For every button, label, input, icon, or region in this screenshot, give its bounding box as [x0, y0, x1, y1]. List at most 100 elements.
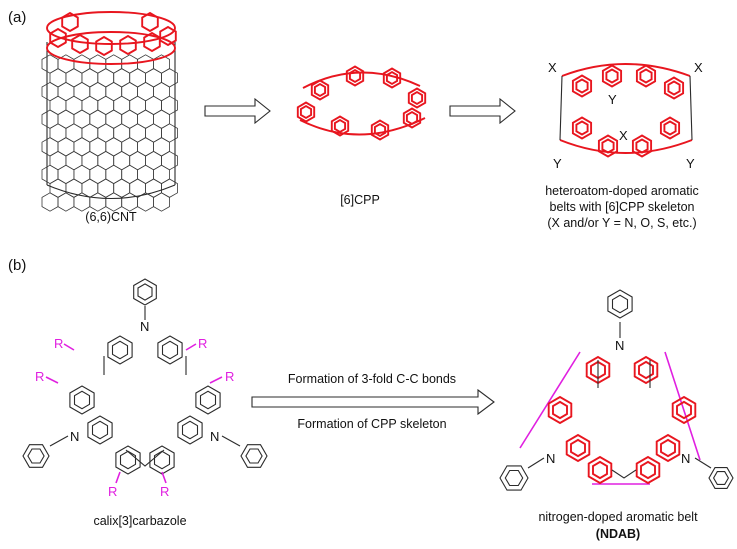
belt-aromatic-ring-inner: [605, 68, 619, 84]
cnt-red-hexagon: [95, 35, 113, 57]
calix-benzene-ring: [115, 445, 141, 475]
cpp-benzene-ring: [345, 65, 365, 87]
ndab-aromatic-ring: [671, 395, 697, 425]
ndab-new-cc-bonds: [519, 351, 701, 485]
calix-benzene-ring-inner: [181, 420, 199, 440]
calix-benzene-ring: [69, 385, 95, 415]
cpp-benzene-ring: [407, 87, 427, 109]
belt-aromatic-ring-inner: [663, 120, 677, 136]
cnt-hexagon: [121, 192, 138, 212]
ndab-aromatic-ring: [565, 433, 591, 463]
ndab-caption: nitrogen-doped aromatic belt: [538, 510, 698, 524]
ndab-abbreviation: (NDAB): [596, 527, 640, 541]
ndab-structure: N N N: [499, 289, 734, 491]
cpp-benzene-ring-inner: [333, 118, 347, 134]
ndab-phenyl-left: [499, 465, 529, 491]
arrow-cpp-to-belt: [449, 97, 516, 125]
cpp-benzene-ring: [382, 67, 402, 89]
calix-n-phenyl-bond-left: [49, 435, 69, 447]
ndab-phenyl-right: [708, 467, 734, 489]
arrow-cnt-to-cpp: [204, 97, 271, 125]
belt-aromatic-ring-inner: [667, 80, 681, 96]
belt-left-link: [559, 75, 563, 141]
calix-r-group-4: R: [225, 369, 234, 384]
calix-benzene-ring-inner: [199, 390, 217, 410]
ndab-aromatic-ring-inner: [660, 438, 676, 458]
cpp-benzene-ring-inner: [373, 122, 387, 138]
ndab-phenyl-left-inner: [504, 469, 524, 487]
belt-bottom-arc: [559, 139, 693, 154]
ndab-n-phenyl-bond-right: [694, 457, 712, 469]
cnt-hexagon: [89, 192, 107, 212]
belt-aromatic-ring-inner: [575, 120, 589, 136]
cpp-structure: [296, 65, 427, 141]
belt-atom-x-middle: X: [619, 128, 628, 143]
belt-right-link: [689, 75, 693, 141]
ndab-aromatic-ring: [635, 455, 661, 485]
belt-atom-y-left: Y: [553, 156, 562, 171]
belt-rings: [571, 64, 685, 158]
cnt-red-hexagon: [119, 34, 137, 56]
calix-r-bonds: [45, 343, 223, 484]
ndab-aromatic-ring: [587, 455, 613, 485]
cnt-hexagon: [41, 192, 59, 212]
cpp-label: [6]CPP: [340, 193, 380, 207]
belt-structure: X X Y X Y Y: [548, 60, 703, 171]
calix-benzene-ring-inner: [161, 340, 179, 360]
belt-caption-line1: heteroatom-doped aromatic: [545, 184, 699, 198]
ndab-rings: [499, 289, 734, 491]
ndab-aromatic-ring-inner: [640, 460, 656, 480]
belt-aromatic-ring-inner: [635, 138, 649, 154]
cpp-benzene-ring: [402, 107, 422, 129]
arrow-condition-line1: Formation of 3-fold C-C bonds: [288, 372, 456, 386]
belt-atom-x-right: X: [694, 60, 703, 75]
cpp-benzene-ring: [310, 79, 330, 101]
ndab-phenyl-right-inner: [712, 471, 730, 485]
belt-aromatic-ring: [663, 76, 685, 100]
belt-aromatic-ring: [571, 116, 593, 140]
calix-bridges-top: [103, 356, 187, 375]
cnt-red-hexagon: [49, 27, 67, 49]
calix-benzene-ring: [149, 445, 175, 475]
cnt-bottom-rim: [46, 184, 176, 200]
calix-benzene-ring: [87, 415, 113, 445]
cpp-benzene-ring-inner: [313, 82, 327, 98]
cpp-benzene-ring-inner: [385, 70, 399, 86]
ndab-aromatic-ring: [547, 395, 573, 425]
belt-aromatic-ring-inner: [575, 78, 589, 94]
calix-label: calix[3]carbazole: [93, 514, 186, 528]
cnt-honeycomb-mesh: [41, 54, 178, 212]
ndab-aromatic-ring-inner: [676, 400, 692, 420]
cpp-benzene-rings: [296, 65, 427, 141]
cnt-red-hexagon: [61, 11, 79, 33]
belt-top-arc: [561, 63, 691, 77]
belt-aromatic-ring-inner: [601, 138, 615, 154]
cpp-benzene-ring: [370, 119, 390, 141]
cnt-red-hexagons: [49, 11, 177, 57]
cpp-benzene-ring-inner: [410, 90, 424, 106]
ndab-n-phenyl-bond-left: [527, 457, 545, 469]
cpp-benzene-ring: [296, 101, 316, 123]
calix-bridge-bottom: [125, 449, 165, 467]
ndab-phenyl-top: [607, 289, 633, 319]
calix-phenyl-top: [133, 278, 157, 306]
panel-a-label: (a): [8, 9, 26, 26]
cpp-benzene-ring-inner: [405, 110, 419, 126]
cnt-second-ring-red: [46, 31, 176, 65]
calix-benzene-ring: [195, 385, 221, 415]
cpp-benzene-ring: [330, 115, 350, 137]
cpp-benzene-ring-inner: [299, 104, 313, 120]
calix-r-group-2: R: [198, 336, 207, 351]
belt-aromatic-ring: [571, 74, 593, 98]
belt-caption-line2: belts with [6]CPP skeleton: [550, 200, 695, 214]
belt-aromatic-ring: [635, 64, 657, 88]
calix-benzene-ring-inner: [119, 450, 137, 470]
belt-caption-line3: (X and/or Y = N, O, S, etc.): [547, 216, 696, 230]
calix-r-group-5: R: [108, 484, 117, 499]
calix-phenyl-top-inner: [137, 283, 153, 301]
belt-aromatic-ring: [631, 134, 653, 158]
ndab-atom-n-left: N: [546, 451, 555, 466]
ndab-phenyl-top-inner: [611, 294, 629, 314]
calix-benzene-ring-inner: [111, 340, 129, 360]
